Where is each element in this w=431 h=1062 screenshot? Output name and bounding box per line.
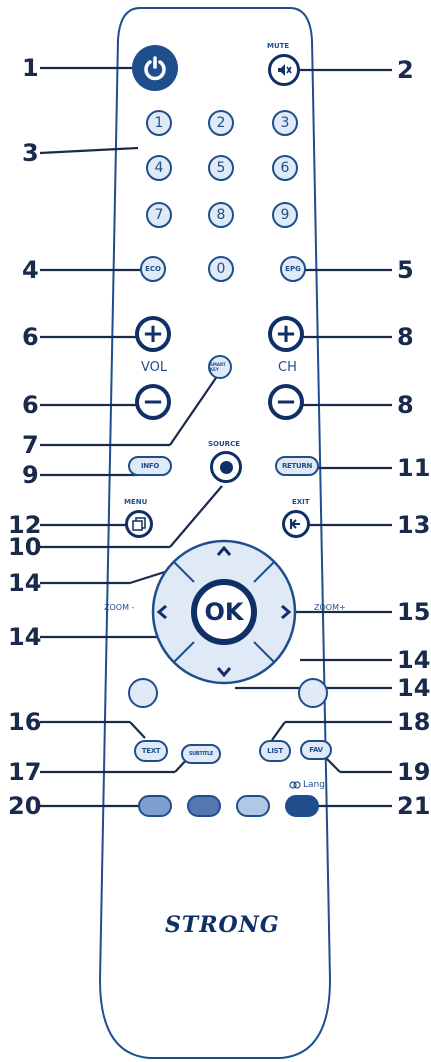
callout-3: 3 bbox=[22, 141, 39, 165]
callout-14a: 14 bbox=[8, 571, 41, 595]
arrow-down-icon bbox=[217, 667, 231, 677]
lang-label: Lang bbox=[303, 780, 325, 790]
list-button[interactable]: LIST bbox=[259, 740, 291, 762]
dpad-right-button[interactable] bbox=[274, 598, 298, 626]
power-button[interactable] bbox=[132, 45, 178, 91]
key-9[interactable]: 9 bbox=[272, 202, 298, 228]
ok-button[interactable]: OK bbox=[191, 579, 257, 645]
key-6[interactable]: 6 bbox=[272, 155, 298, 181]
key-5[interactable]: 5 bbox=[208, 155, 234, 181]
callout-4: 4 bbox=[22, 258, 39, 282]
vol-label: VOL bbox=[141, 360, 167, 375]
callout-15: 15 bbox=[397, 600, 430, 624]
dpad-down-button[interactable] bbox=[210, 660, 238, 684]
arrow-up-icon bbox=[217, 546, 231, 556]
ch-label: CH bbox=[278, 360, 297, 375]
callout-11: 11 bbox=[397, 456, 430, 480]
callout-6a: 6 bbox=[22, 325, 39, 349]
callout-14d: 14 bbox=[397, 676, 430, 700]
source-label: SOURCE bbox=[208, 440, 240, 448]
callout-17: 17 bbox=[8, 760, 41, 784]
key-7[interactable]: 7 bbox=[146, 202, 172, 228]
exit-icon bbox=[289, 517, 303, 531]
zoom-minus-label: ZOOM - bbox=[104, 603, 134, 612]
blank-right-button[interactable] bbox=[298, 678, 328, 708]
key-4[interactable]: 4 bbox=[146, 155, 172, 181]
key-3[interactable]: 3 bbox=[272, 110, 298, 136]
return-button[interactable]: RETURN bbox=[275, 456, 319, 476]
red-key-button[interactable] bbox=[138, 795, 172, 817]
lang-label-group: Lang bbox=[289, 780, 325, 790]
callout-13: 13 bbox=[397, 513, 430, 537]
callout-19: 19 bbox=[397, 760, 430, 784]
smart-key-button[interactable]: SMART KEY bbox=[208, 355, 232, 379]
audio-icon bbox=[289, 781, 301, 789]
fav-button[interactable]: FAV bbox=[300, 740, 332, 760]
callout-6b: 6 bbox=[22, 393, 39, 417]
exit-label: EXIT bbox=[292, 498, 310, 506]
dpad-left-button[interactable] bbox=[150, 598, 174, 626]
source-dot-icon bbox=[220, 461, 233, 474]
menu-icon bbox=[132, 517, 146, 531]
callout-18: 18 bbox=[397, 710, 430, 734]
text-button[interactable]: TEXT bbox=[134, 740, 168, 762]
mute-label: MUTE bbox=[267, 42, 289, 50]
callout-8b: 8 bbox=[397, 393, 414, 417]
key-2[interactable]: 2 bbox=[208, 110, 234, 136]
arrow-left-icon bbox=[157, 605, 167, 619]
callout-14b: 14 bbox=[8, 625, 41, 649]
menu-label: MENU bbox=[124, 498, 147, 506]
brand-logo: STRONG bbox=[165, 912, 280, 938]
key-0[interactable]: 0 bbox=[208, 256, 234, 282]
dpad-up-button[interactable] bbox=[210, 539, 238, 563]
callout-16: 16 bbox=[8, 710, 41, 734]
epg-button[interactable]: EPG bbox=[280, 256, 306, 282]
vol-down-button[interactable]: − bbox=[135, 384, 171, 420]
green-key-button[interactable] bbox=[187, 795, 221, 817]
vol-up-button[interactable]: + bbox=[135, 316, 171, 352]
callout-20: 20 bbox=[8, 794, 41, 818]
callout-9: 9 bbox=[22, 463, 39, 487]
eco-button[interactable]: ECO bbox=[140, 256, 166, 282]
menu-button[interactable] bbox=[125, 510, 153, 538]
callout-8a: 8 bbox=[397, 325, 414, 349]
callout-14c: 14 bbox=[397, 648, 430, 672]
ch-up-button[interactable]: + bbox=[268, 316, 304, 352]
callout-1: 1 bbox=[22, 56, 39, 80]
key-1[interactable]: 1 bbox=[146, 110, 172, 136]
source-button[interactable] bbox=[210, 451, 242, 483]
info-button[interactable]: INFO bbox=[128, 456, 172, 476]
callout-21: 21 bbox=[397, 794, 430, 818]
key-8[interactable]: 8 bbox=[208, 202, 234, 228]
arrow-right-icon bbox=[281, 605, 291, 619]
yellow-key-button[interactable] bbox=[236, 795, 270, 817]
power-icon bbox=[142, 55, 168, 81]
callout-2: 2 bbox=[397, 58, 414, 82]
mute-button[interactable] bbox=[268, 54, 300, 86]
blank-left-button[interactable] bbox=[128, 678, 158, 708]
exit-button[interactable] bbox=[282, 510, 310, 538]
zoom-plus-label: ZOOM+ bbox=[314, 603, 346, 612]
callout-10: 10 bbox=[8, 535, 41, 559]
ch-down-button[interactable]: − bbox=[268, 384, 304, 420]
callout-7: 7 bbox=[22, 433, 39, 457]
callout-5: 5 bbox=[397, 258, 414, 282]
mute-icon bbox=[275, 61, 293, 79]
blue-key-button[interactable] bbox=[285, 795, 319, 817]
subtitle-button[interactable]: SUBTITLE bbox=[181, 744, 221, 764]
